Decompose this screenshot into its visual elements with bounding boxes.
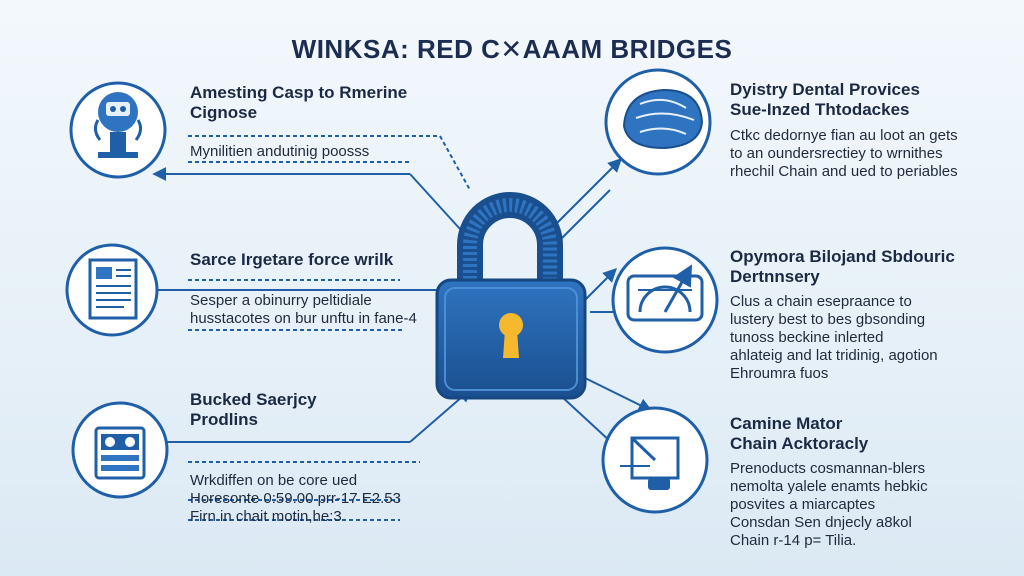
left-item-1-heading: Amesting Casp to Rmerine Cignose <box>190 83 407 123</box>
left-item-2-body-line-1: Sesper a obinurry peltidiale <box>190 292 372 309</box>
document-icon <box>88 258 138 320</box>
left-item-1-body-line-1: Mynilitien andutinig poosss <box>190 143 370 160</box>
right-item-2-body-line-5: Ehroumra fuos <box>730 365 829 382</box>
left-item-2-body: Sesper a obinurry peltidiale husstacotes… <box>190 292 417 328</box>
page-title: WINKSA: RED C✕AAAM BRIDGES <box>291 34 733 64</box>
bread-icon <box>622 88 704 150</box>
left-item-3-heading-line-2: Prodlins <box>190 410 259 429</box>
left-item-1-body: Mynilitien andutinig poosss <box>190 143 369 161</box>
left-connectors <box>150 135 473 521</box>
tool-icon <box>620 436 680 490</box>
right-item-1-body-line-1: Ctkc dedornye fian au loot an gets <box>730 127 958 144</box>
right-item-2-heading-line-2: Dertnnsery <box>730 267 820 286</box>
right-item-2-heading-line-1: Opymora Bilojand Sbdouric <box>730 247 955 266</box>
right-item-2-body: Clus a chain esepraance to lustery best … <box>730 293 938 383</box>
left-item-1-heading-line-1: Amesting Casp to Rmerine <box>190 83 408 102</box>
right-item-3-heading-line-1: Camine Mator <box>730 414 843 433</box>
right-item-1-body: Ctkc dedornye fian au loot an gets to an… <box>730 127 958 181</box>
left-item-3-body-line-1: Wrkdiffen on be core ued <box>190 472 358 489</box>
right-item-3-heading-line-2: Chain Acktoracly <box>730 434 869 453</box>
right-item-3-heading: Camine Mator Chain Acktoracly <box>730 414 868 454</box>
right-item-2-body-line-4: ahlateig and lat tridinig, agotion <box>730 347 938 364</box>
right-item-1-body-line-3: rhechil Chain and ued to periables <box>730 163 958 180</box>
right-item-3-body-line-3: posvites a miarcaptes <box>730 496 876 513</box>
left-item-3-body: Wrkdiffen on be core ued Horesonte 0:59.… <box>190 472 401 526</box>
left-item-2-body-line-2: husstacotes on bur unftu in fane-4 <box>190 310 417 327</box>
right-item-1-heading-line-1: Dyistry Dental Provices <box>730 80 920 99</box>
right-item-3-body-line-2: nemolta yalele enamts hebkic <box>730 478 928 495</box>
right-item-2-body-line-3: tunoss beckine inlerted <box>730 329 884 346</box>
right-item-2-heading: Opymora Bilojand Sbdouric Dertnnsery <box>730 247 955 287</box>
right-item-2-body-line-2: lustery best to bes gbsonding <box>730 311 926 328</box>
keyhole <box>499 313 523 358</box>
left-item-3-body-line-3: Firn in chait motin,he:3 <box>190 508 342 525</box>
left-item-3-heading: Bucked Saerjcy Prodlins <box>190 390 317 430</box>
left-item-3-heading-line-1: Bucked Saerjcy <box>190 390 317 409</box>
right-item-3-body: Prenoducts cosmannan-blers nemolta yalel… <box>730 460 928 550</box>
gauge-icon <box>626 264 704 322</box>
right-item-3-body-line-4: Consdan Sen dnjecly a8kol <box>730 514 912 531</box>
right-item-2-body-line-1: Clus a chain esepraance to <box>730 293 912 310</box>
right-item-3-body-line-5: Chain r-14 p= Tilia. <box>730 532 857 549</box>
left-item-1-heading-line-2: Cignose <box>190 103 258 122</box>
padlock-icon <box>435 192 587 400</box>
right-item-3-body-line-1: Prenoducts cosmannan-blers <box>730 460 926 477</box>
left-item-2-heading: Sarce Irgetare force wrilk <box>190 250 393 270</box>
control-panel-icon <box>94 426 146 480</box>
right-item-1-heading: Dyistry Dental Provices Sue-Inzed Thtoda… <box>730 80 920 120</box>
left-item-3-body-line-2: Horesonte 0:59.00 prr-17 E2.53 <box>190 490 401 507</box>
left-item-2-heading-line-1: Sarce Irgetare force wrilk <box>190 250 394 269</box>
monitor-figure-icon <box>93 92 143 158</box>
right-item-1-heading-line-2: Sue-Inzed Thtodackes <box>730 100 910 119</box>
right-item-1-body-line-2: to an oundersrectiey to wrnithes <box>730 145 943 162</box>
